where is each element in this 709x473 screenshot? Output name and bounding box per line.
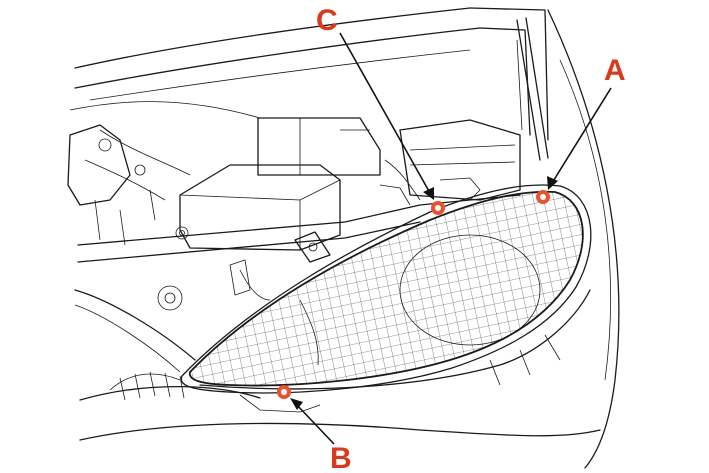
leader-line-c xyxy=(339,32,434,200)
engine-bay xyxy=(67,101,521,263)
callout-label-c: C xyxy=(316,4,338,37)
fastener-c-screw xyxy=(431,201,445,215)
open-hood xyxy=(74,7,549,141)
hood-strut xyxy=(516,17,549,161)
fender xyxy=(547,9,620,469)
callout-label-a: A xyxy=(604,54,626,87)
callout-label-b: B xyxy=(330,442,352,473)
fastener-b-screw xyxy=(277,385,291,399)
leader-line-a xyxy=(547,87,612,190)
fastener-a-screw xyxy=(536,190,550,204)
fasteners xyxy=(277,190,550,399)
leader-lines xyxy=(290,32,612,445)
leader-line-b xyxy=(290,398,335,445)
front-bumper xyxy=(74,259,601,441)
